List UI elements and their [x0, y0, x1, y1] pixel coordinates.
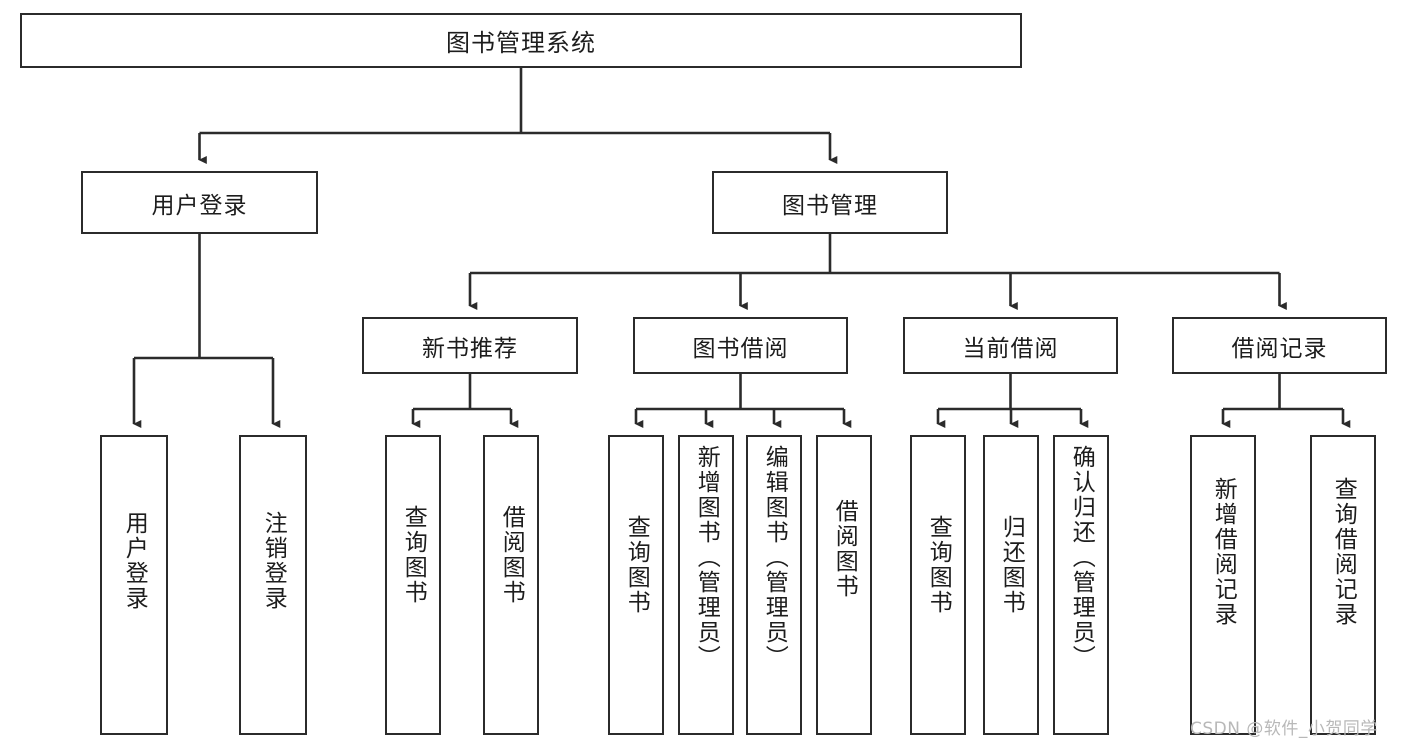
node-new-book-rec[interactable]: 新书推荐: [362, 317, 578, 374]
watermark: CSDN @软件_小贺同学: [1190, 719, 1378, 739]
node-leaf-cur-confirm[interactable]: 确认归还（管理员）: [1053, 435, 1109, 735]
node-leaf-rec-add-label: 新增借阅记录: [1210, 477, 1237, 627]
node-root[interactable]: 图书管理系统: [20, 13, 1022, 68]
node-leaf-borrow-add[interactable]: 新增图书（管理员）: [678, 435, 734, 735]
node-root-label: 图书管理系统: [446, 29, 596, 57]
node-leaf-rec-borrow[interactable]: 借阅图书: [483, 435, 539, 735]
node-leaf-rec-query[interactable]: 查询图书: [385, 435, 441, 735]
node-book-manage-label: 图书管理: [782, 192, 878, 219]
node-leaf-borrow-do[interactable]: 借阅图书: [816, 435, 872, 735]
node-leaf-cur-query-label: 查询图书: [925, 515, 952, 615]
node-borrow-record[interactable]: 借阅记录: [1172, 317, 1387, 374]
node-leaf-user-logout[interactable]: 注销登录: [239, 435, 307, 735]
node-leaf-rec-search-label: 查询借阅记录: [1330, 477, 1357, 627]
node-user-login-label: 用户登录: [151, 192, 248, 219]
node-leaf-rec-query-label: 查询图书: [400, 505, 427, 605]
node-borrow-record-label: 借阅记录: [1231, 335, 1328, 362]
node-current-borrow[interactable]: 当前借阅: [903, 317, 1118, 374]
node-leaf-user-login-label: 用户登录: [121, 511, 148, 611]
node-leaf-rec-add[interactable]: 新增借阅记录: [1190, 435, 1256, 735]
node-leaf-cur-return-label: 归还图书: [998, 515, 1025, 615]
node-leaf-rec-borrow-label: 借阅图书: [498, 505, 525, 605]
node-leaf-borrow-add-label: 新增图书（管理员）: [693, 445, 720, 670]
node-user-login[interactable]: 用户登录: [81, 171, 318, 234]
node-new-book-rec-label: 新书推荐: [422, 335, 518, 362]
node-leaf-user-logout-label: 注销登录: [260, 511, 287, 611]
node-leaf-borrow-edit-label: 编辑图书（管理员）: [761, 445, 788, 670]
node-leaf-borrow-query[interactable]: 查询图书: [608, 435, 664, 735]
node-book-borrow-label: 图书借阅: [692, 335, 789, 362]
node-leaf-borrow-query-label: 查询图书: [623, 515, 650, 615]
node-leaf-cur-query[interactable]: 查询图书: [910, 435, 966, 735]
node-leaf-rec-search[interactable]: 查询借阅记录: [1310, 435, 1376, 735]
node-current-borrow-label: 当前借阅: [962, 335, 1059, 362]
node-leaf-cur-return[interactable]: 归还图书: [983, 435, 1039, 735]
node-leaf-user-login[interactable]: 用户登录: [100, 435, 168, 735]
node-leaf-cur-confirm-label: 确认归还（管理员）: [1068, 445, 1095, 670]
node-leaf-borrow-edit[interactable]: 编辑图书（管理员）: [746, 435, 802, 735]
node-book-borrow[interactable]: 图书借阅: [633, 317, 848, 374]
node-leaf-borrow-do-label: 借阅图书: [831, 499, 858, 599]
node-book-manage[interactable]: 图书管理: [712, 171, 948, 234]
